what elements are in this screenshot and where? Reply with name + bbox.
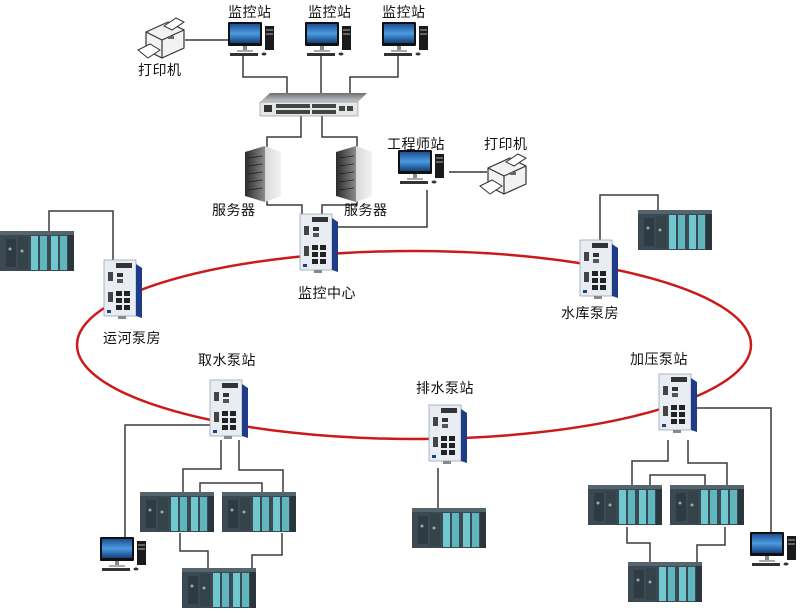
redundant-ring xyxy=(75,249,753,441)
wire-intake-plc2 xyxy=(238,440,284,493)
wire-station3-hub xyxy=(349,56,399,95)
wire-plc2-plc3 xyxy=(251,533,283,568)
pc-intake-icon xyxy=(100,537,146,571)
wire-station1-hub xyxy=(242,56,288,95)
label-intake-pump-station: 取水泵站 xyxy=(198,353,256,369)
label-monitor-station-1: 监控站 xyxy=(228,5,272,21)
label-monitor-center: 监控中心 xyxy=(298,286,356,302)
wire-intake-pc xyxy=(124,424,210,540)
switch-booster-pump-station-icon xyxy=(658,373,698,434)
label-server-2: 服务器 xyxy=(344,203,388,219)
engineer-station-icon xyxy=(398,150,444,184)
printer-top-icon xyxy=(137,17,185,59)
server-1-icon xyxy=(244,145,282,203)
label-server-1: 服务器 xyxy=(212,203,256,219)
switch-canal-pump-house-icon xyxy=(103,259,143,320)
wire-booster-plc2 xyxy=(687,440,728,487)
plc-booster-3-icon xyxy=(628,562,702,602)
wiring xyxy=(48,39,772,568)
label-printer-top: 打印机 xyxy=(138,63,182,79)
label-monitor-station-2: 监控站 xyxy=(308,5,352,21)
wire-boost-plc1-plc3 xyxy=(626,527,651,562)
printer-right-icon xyxy=(479,153,527,195)
plc-drainage-icon xyxy=(412,508,486,548)
plc-intake-2-icon xyxy=(222,492,296,532)
wire-canal-plc xyxy=(48,210,114,260)
wire-booster-plc1 xyxy=(631,440,669,487)
wire-reservoir-plc xyxy=(599,194,659,240)
label-canal-pump-house: 运河泵房 xyxy=(103,331,161,347)
label-engineer-station: 工程师站 xyxy=(387,137,445,153)
plc-booster-2-icon xyxy=(670,485,744,525)
plc-reservoir-icon xyxy=(638,210,712,250)
wire-boost-plc2-plc3 xyxy=(696,527,726,562)
pc-booster-icon xyxy=(750,532,796,566)
wire-plc1-plc3 xyxy=(179,533,209,568)
switch-drainage-pump-station-icon xyxy=(428,404,468,465)
wire-booster-pc xyxy=(697,407,772,535)
wire-plc1-plc2 xyxy=(199,482,263,493)
core-switch-hub-icon xyxy=(259,93,367,117)
label-reservoir-pump-house: 水库泵房 xyxy=(561,306,619,322)
wire-boost-plc1-plc2 xyxy=(649,474,706,487)
label-drainage-pump-station: 排水泵站 xyxy=(416,381,474,397)
monitor-station-2-icon xyxy=(305,22,351,56)
label-printer-right: 打印机 xyxy=(484,137,528,153)
plc-booster-1-icon xyxy=(588,485,662,525)
plc-intake-1-icon xyxy=(140,492,214,532)
wire-intake-plc1 xyxy=(182,440,222,493)
switch-intake-pump-station-icon xyxy=(209,379,249,440)
label-booster-pump-station: 加压泵站 xyxy=(630,352,688,368)
monitor-station-1-icon xyxy=(228,22,274,56)
label-monitor-station-3: 监控站 xyxy=(382,5,426,21)
switch-monitor-center-icon xyxy=(299,213,339,274)
plc-intake-3-icon xyxy=(182,568,256,608)
wire-engineer-switch xyxy=(338,190,428,228)
monitor-station-3-icon xyxy=(382,22,428,56)
switch-reservoir-pump-house-icon xyxy=(579,239,619,300)
plc-canal-icon xyxy=(0,231,74,271)
server-2-icon xyxy=(335,145,373,203)
